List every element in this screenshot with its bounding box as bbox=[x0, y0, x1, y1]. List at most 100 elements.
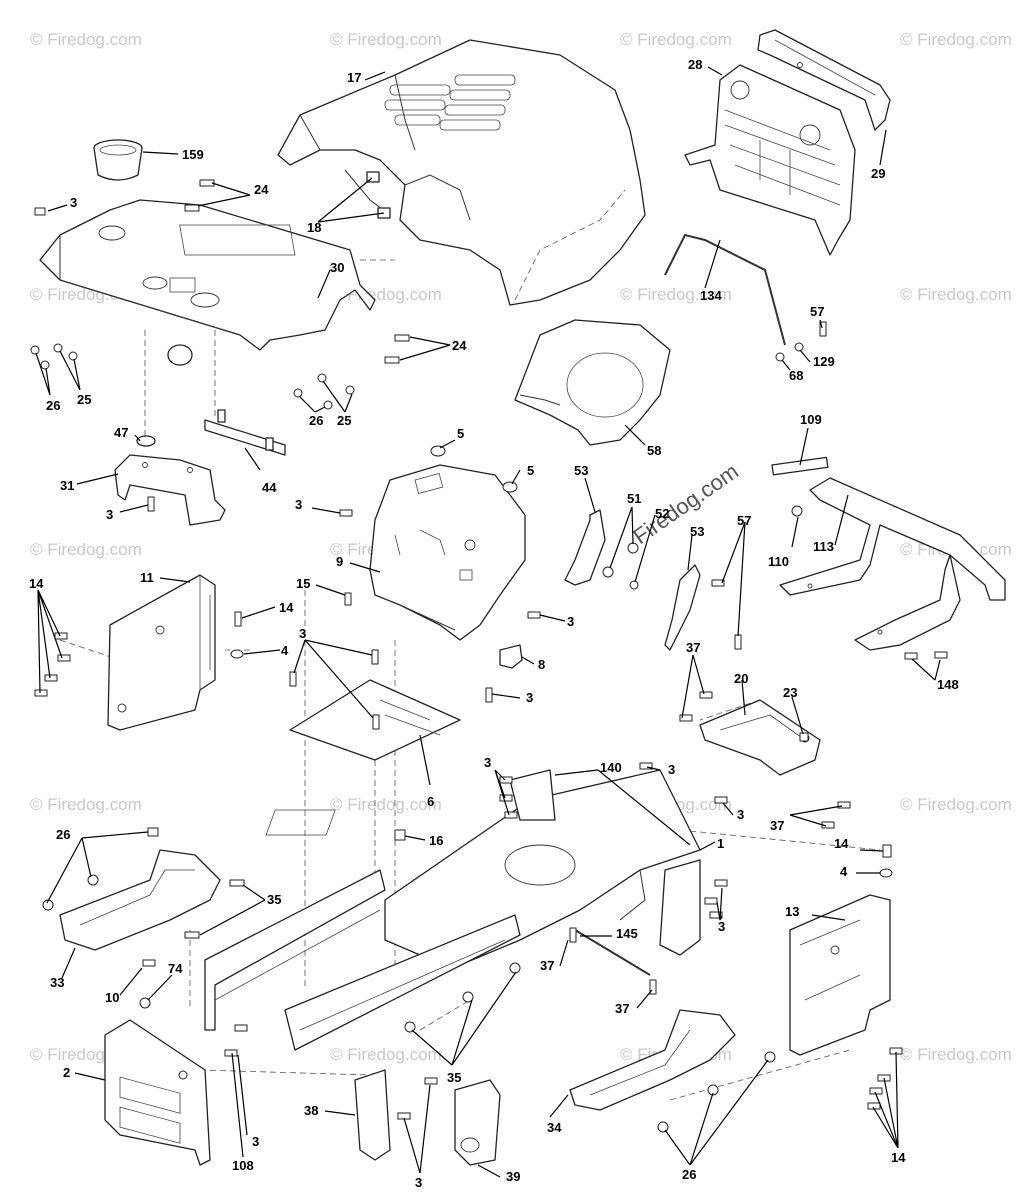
callout-53: 53 bbox=[690, 524, 704, 539]
callout-57: 57 bbox=[810, 304, 824, 319]
callout-37: 37 bbox=[615, 1001, 629, 1016]
watermark: © Firedog.com bbox=[900, 1045, 1012, 1064]
upper-panel-part-30 bbox=[39, 199, 376, 366]
callout-26: 26 bbox=[309, 413, 323, 428]
callout-3: 3 bbox=[737, 807, 744, 822]
callout-labels: 17 159 28 29 24 3 18 30 134 24 57 129 68… bbox=[29, 57, 959, 1190]
callout-52: 52 bbox=[655, 506, 669, 521]
rod-part-145 bbox=[574, 929, 651, 976]
callout-159: 159 bbox=[182, 147, 204, 162]
callout-1: 1 bbox=[717, 836, 724, 851]
callout-35: 35 bbox=[447, 1070, 461, 1085]
dash-assembly-part-9 bbox=[369, 464, 526, 641]
bracket-parts bbox=[114, 409, 286, 526]
callout-3: 3 bbox=[70, 195, 77, 210]
callout-38: 38 bbox=[304, 1103, 318, 1118]
shield-part-58 bbox=[514, 319, 671, 446]
callout-16: 16 bbox=[429, 833, 443, 848]
callout-108: 108 bbox=[232, 1158, 254, 1173]
callout-14: 14 bbox=[279, 600, 294, 615]
callout-134: 134 bbox=[700, 288, 722, 303]
callout-140: 140 bbox=[600, 760, 622, 775]
watermark: © Firedog.com bbox=[30, 795, 142, 814]
watermark: © Firedog.com bbox=[330, 30, 442, 49]
callout-33: 33 bbox=[50, 975, 64, 990]
callout-74: 74 bbox=[168, 961, 183, 976]
callout-113: 113 bbox=[813, 539, 834, 554]
callout-3: 3 bbox=[252, 1134, 259, 1149]
callout-51: 51 bbox=[627, 491, 641, 506]
dash-panel-part-28 bbox=[684, 64, 856, 256]
callout-11: 11 bbox=[140, 570, 154, 585]
callout-5: 5 bbox=[457, 426, 464, 441]
callout-3: 3 bbox=[299, 626, 306, 641]
callout-148: 148 bbox=[937, 677, 959, 692]
brackets-part-38-39 bbox=[354, 1069, 501, 1166]
side-plate-part-13 bbox=[789, 894, 891, 1056]
callout-110: 110 bbox=[768, 554, 789, 569]
fasteners bbox=[30, 179, 948, 1133]
callout-3: 3 bbox=[526, 690, 533, 705]
callout-68: 68 bbox=[789, 368, 803, 383]
callout-5: 5 bbox=[527, 463, 534, 478]
callout-4: 4 bbox=[840, 864, 848, 879]
callout-4: 4 bbox=[281, 643, 289, 658]
callout-15: 15 bbox=[296, 576, 310, 591]
callout-26: 26 bbox=[46, 398, 60, 413]
callout-20: 20 bbox=[734, 671, 748, 686]
cup-part-159 bbox=[93, 139, 143, 181]
callout-3: 3 bbox=[718, 919, 725, 934]
callout-37: 37 bbox=[540, 958, 554, 973]
callout-13: 13 bbox=[785, 904, 799, 919]
callout-8: 8 bbox=[538, 657, 545, 672]
callout-37: 37 bbox=[686, 640, 700, 655]
callout-37: 37 bbox=[770, 818, 784, 833]
hood-part-17 bbox=[277, 39, 646, 306]
callout-2: 2 bbox=[63, 1065, 70, 1080]
brackets-part-53 bbox=[564, 509, 701, 651]
callout-24: 24 bbox=[254, 182, 269, 197]
callout-3: 3 bbox=[295, 497, 302, 512]
watermark: © Firedog.com bbox=[620, 30, 732, 49]
footrest-part-34 bbox=[569, 1009, 736, 1111]
handle-parts bbox=[771, 456, 1006, 651]
callout-129: 129 bbox=[813, 354, 835, 369]
callout-17: 17 bbox=[347, 70, 361, 85]
callout-9: 9 bbox=[336, 554, 343, 569]
callout-109: 109 bbox=[800, 412, 822, 427]
callout-28: 28 bbox=[688, 57, 702, 72]
callout-3: 3 bbox=[484, 755, 491, 770]
callout-39: 39 bbox=[506, 1169, 520, 1184]
callout-34: 34 bbox=[547, 1120, 562, 1135]
callout-25: 25 bbox=[77, 392, 91, 407]
callout-24: 24 bbox=[452, 338, 467, 353]
callout-58: 58 bbox=[647, 443, 661, 458]
rod-part-134 bbox=[664, 233, 786, 346]
callout-14: 14 bbox=[834, 836, 849, 851]
callout-31: 31 bbox=[60, 478, 74, 493]
side-plate-part-11 bbox=[107, 574, 216, 731]
rails-part-35 bbox=[204, 869, 521, 1051]
callout-47: 47 bbox=[114, 425, 128, 440]
callout-14: 14 bbox=[29, 576, 44, 591]
callout-3: 3 bbox=[106, 507, 113, 522]
callout-3: 3 bbox=[567, 614, 574, 629]
watermark: © Firedog.com bbox=[900, 285, 1012, 304]
callout-145: 145 bbox=[616, 926, 638, 941]
callout-57: 57 bbox=[737, 513, 751, 528]
watermark: © Firedog.com bbox=[330, 795, 442, 814]
footrest-part-33 bbox=[59, 849, 221, 951]
callout-44: 44 bbox=[262, 480, 277, 495]
callout-3: 3 bbox=[668, 762, 675, 777]
plate-part-2 bbox=[104, 1019, 211, 1166]
callout-53: 53 bbox=[574, 463, 588, 478]
callout-35: 35 bbox=[267, 892, 281, 907]
trim-part-29 bbox=[757, 29, 891, 131]
callout-18: 18 bbox=[307, 220, 321, 235]
watermark: © Firedog.com bbox=[30, 540, 142, 559]
callout-10: 10 bbox=[105, 990, 119, 1005]
callout-26: 26 bbox=[56, 827, 70, 842]
callout-29: 29 bbox=[871, 166, 885, 181]
callout-3: 3 bbox=[415, 1175, 422, 1190]
